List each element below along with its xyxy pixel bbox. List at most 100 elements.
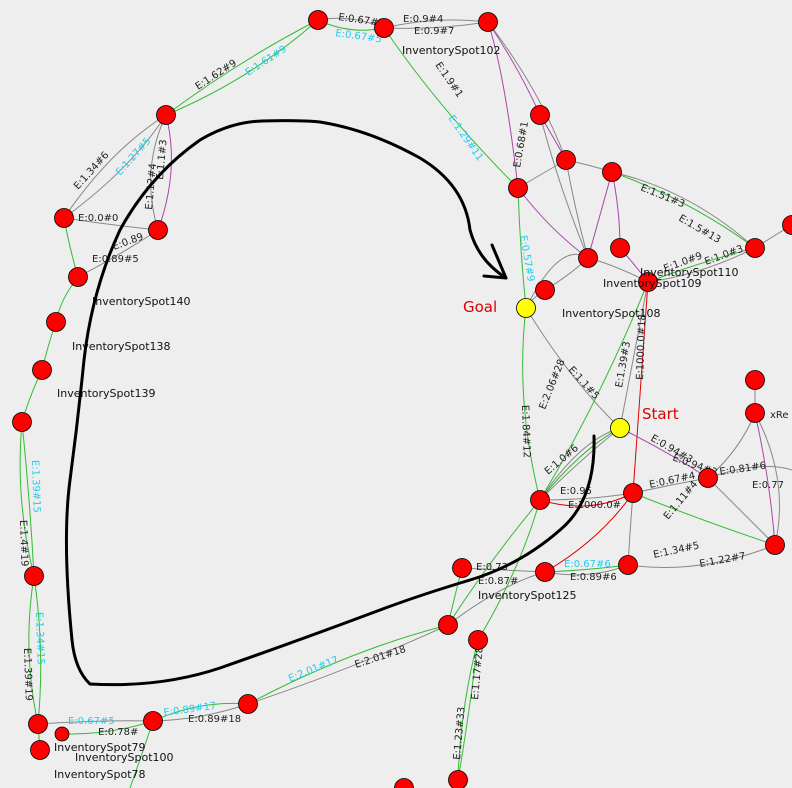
graph-node[interactable] xyxy=(394,778,414,788)
graph-node[interactable] xyxy=(745,403,765,423)
graph-node[interactable] xyxy=(32,360,52,380)
node-label: InventorySpot78 xyxy=(54,768,146,781)
edge xyxy=(517,187,530,309)
graph-node[interactable] xyxy=(148,220,168,240)
arrowhead-stroke xyxy=(482,243,508,280)
graph-node[interactable] xyxy=(54,726,70,742)
edge-label: E:0.95 xyxy=(560,486,592,497)
edges xyxy=(19,14,792,788)
edge xyxy=(487,21,541,116)
graph-node[interactable] xyxy=(530,490,550,510)
edge-label: E:1.61#9 xyxy=(244,44,289,79)
node-label: InventorySpot139 xyxy=(57,387,156,400)
annotations: Goal Start xyxy=(463,298,679,423)
edge xyxy=(611,169,756,249)
goal-node[interactable] xyxy=(516,298,536,318)
node-label: InventorySpot79 xyxy=(54,741,146,754)
graph-node[interactable] xyxy=(578,248,598,268)
edge xyxy=(754,412,776,546)
edge xyxy=(619,281,651,429)
graph-node[interactable] xyxy=(698,468,718,488)
start-node[interactable] xyxy=(610,418,630,438)
graph-node[interactable] xyxy=(54,208,74,228)
graph-node[interactable] xyxy=(745,370,765,390)
edge xyxy=(587,171,613,259)
edge xyxy=(525,253,589,309)
edge xyxy=(565,159,589,259)
hand-drawn-path xyxy=(64,119,596,687)
graph-node[interactable] xyxy=(623,483,643,503)
edge xyxy=(247,624,449,706)
edge-label: E:2.01#17 xyxy=(287,655,340,685)
edge-label: E:1.34#5 xyxy=(652,540,700,560)
edge xyxy=(63,114,167,219)
graph-node[interactable] xyxy=(610,238,630,258)
edge xyxy=(19,421,35,577)
edge-label: E:1.84#12 xyxy=(519,405,532,458)
edge xyxy=(611,171,756,249)
graph-node[interactable] xyxy=(535,562,555,582)
edge xyxy=(487,21,519,189)
graph-node[interactable] xyxy=(468,630,488,650)
graph-node[interactable] xyxy=(452,558,472,578)
edge xyxy=(247,624,449,705)
edge-label: E:0.68#1 xyxy=(512,121,531,169)
graph-node[interactable] xyxy=(374,18,394,38)
edge-label: E:1.34#15 xyxy=(33,612,46,665)
edge xyxy=(544,492,634,573)
graph-node[interactable] xyxy=(68,267,88,287)
edge xyxy=(539,114,589,259)
graph-node[interactable] xyxy=(535,280,555,300)
graph-node[interactable] xyxy=(638,272,658,292)
graph-node[interactable] xyxy=(438,615,458,635)
graph-node[interactable] xyxy=(238,694,258,714)
graph-node[interactable] xyxy=(530,105,550,125)
graph-node[interactable] xyxy=(448,770,468,788)
drawn-route-stroke xyxy=(64,119,596,687)
graph-node[interactable] xyxy=(30,740,50,760)
graph-node[interactable] xyxy=(308,10,328,30)
graph-node[interactable] xyxy=(618,555,638,575)
graph-node[interactable] xyxy=(745,238,765,258)
edge xyxy=(21,421,35,577)
edge-label: E:1.5#13 xyxy=(677,213,723,246)
edge-label: E:0.0#0 xyxy=(78,213,118,224)
node-label: InventorySpot102 xyxy=(402,44,501,57)
graph-node[interactable] xyxy=(143,711,163,731)
graph-node[interactable] xyxy=(478,12,498,32)
edge-label: E:1.23#33 xyxy=(452,706,468,760)
edge-label: E:1000.0#18 xyxy=(635,314,648,380)
graph-node[interactable] xyxy=(12,412,32,432)
edge-label: E:1.51#3 xyxy=(639,183,686,211)
graph-node[interactable] xyxy=(28,714,48,734)
graph-node[interactable] xyxy=(782,215,792,235)
edge-label: xRe xyxy=(770,410,789,421)
edge-label: E:0.9#7 xyxy=(414,26,454,37)
edge xyxy=(487,21,567,161)
graph-node[interactable] xyxy=(602,162,622,182)
edge xyxy=(150,114,167,231)
node-label: InventorySpot110 xyxy=(640,266,739,279)
edge-label: E:0.81#6 xyxy=(719,461,767,478)
edge xyxy=(165,19,319,116)
edge xyxy=(632,492,776,546)
edge-label: E:0.73 xyxy=(476,562,508,573)
graph-node[interactable] xyxy=(765,535,785,555)
edge xyxy=(525,307,621,429)
edge-label: E:1.39#3 xyxy=(614,341,633,389)
edge xyxy=(447,499,541,626)
edge xyxy=(63,114,167,219)
edge xyxy=(33,575,42,725)
edge xyxy=(28,575,39,725)
edge-label: E:1.62#9 xyxy=(194,58,239,93)
goal-label: Goal xyxy=(463,298,497,316)
graph-node[interactable] xyxy=(24,566,44,586)
graph-node[interactable] xyxy=(508,178,528,198)
edge-label: E:1.22#7 xyxy=(699,551,747,570)
edge-label: E:1.39#15 xyxy=(29,460,42,513)
graph-node[interactable] xyxy=(556,150,576,170)
graph-node[interactable] xyxy=(46,312,66,332)
edge-label: E:1.34#6 xyxy=(72,150,111,192)
graph-node[interactable] xyxy=(156,105,176,125)
